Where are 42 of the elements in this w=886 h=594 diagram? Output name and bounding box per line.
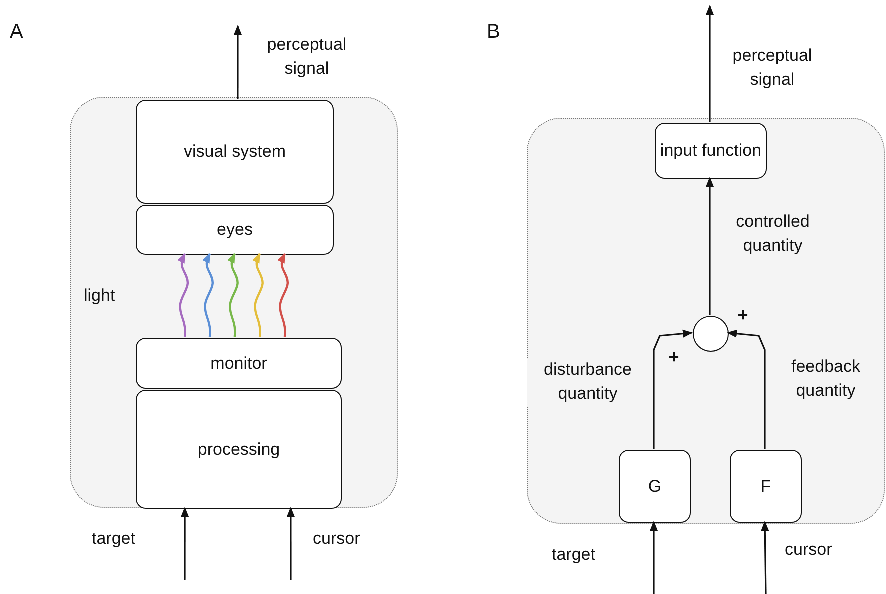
wavy-arrow (278, 253, 289, 338)
input-label: cursor (785, 539, 834, 561)
input-label: target (552, 544, 596, 566)
node-label: input function (660, 140, 762, 162)
node-label: monitor (210, 352, 268, 374)
node-label: eyes (217, 219, 253, 241)
wavy-arrow (178, 253, 190, 338)
plus-sign: + (668, 346, 680, 369)
block-box (136, 338, 342, 389)
block-box (619, 450, 691, 523)
signal-label: perceptual signal (266, 34, 348, 80)
panel-letter: A (10, 20, 24, 45)
input-label: target (92, 528, 136, 550)
block-box (655, 123, 767, 179)
arrow (650, 521, 658, 594)
block-box (730, 450, 802, 523)
node-label: G (648, 476, 662, 498)
wavy-arrow (227, 253, 239, 338)
process-box (136, 100, 334, 204)
light-label: light (84, 285, 116, 307)
summing-junction-circle (693, 316, 729, 352)
signal-label: perceptual signal (732, 45, 814, 91)
node-label: F (760, 476, 772, 498)
arrow (234, 25, 242, 99)
node-label: visual system (184, 141, 286, 163)
plus-sign: + (736, 304, 750, 327)
panel-background (527, 118, 885, 524)
block-box (136, 205, 334, 255)
input-label: cursor (313, 528, 362, 550)
panel-letter: B (487, 20, 502, 45)
arrow (286, 507, 295, 580)
arrow (706, 177, 714, 315)
wavy-arrow (202, 253, 214, 338)
arrow (653, 330, 693, 449)
arrow (727, 330, 766, 449)
process-box (136, 390, 342, 509)
panel-background (70, 97, 398, 508)
wavy-arrow (252, 253, 264, 338)
arrow (181, 507, 190, 580)
node-label: processing (198, 438, 280, 460)
arrow (706, 5, 714, 122)
arrow (761, 521, 770, 594)
